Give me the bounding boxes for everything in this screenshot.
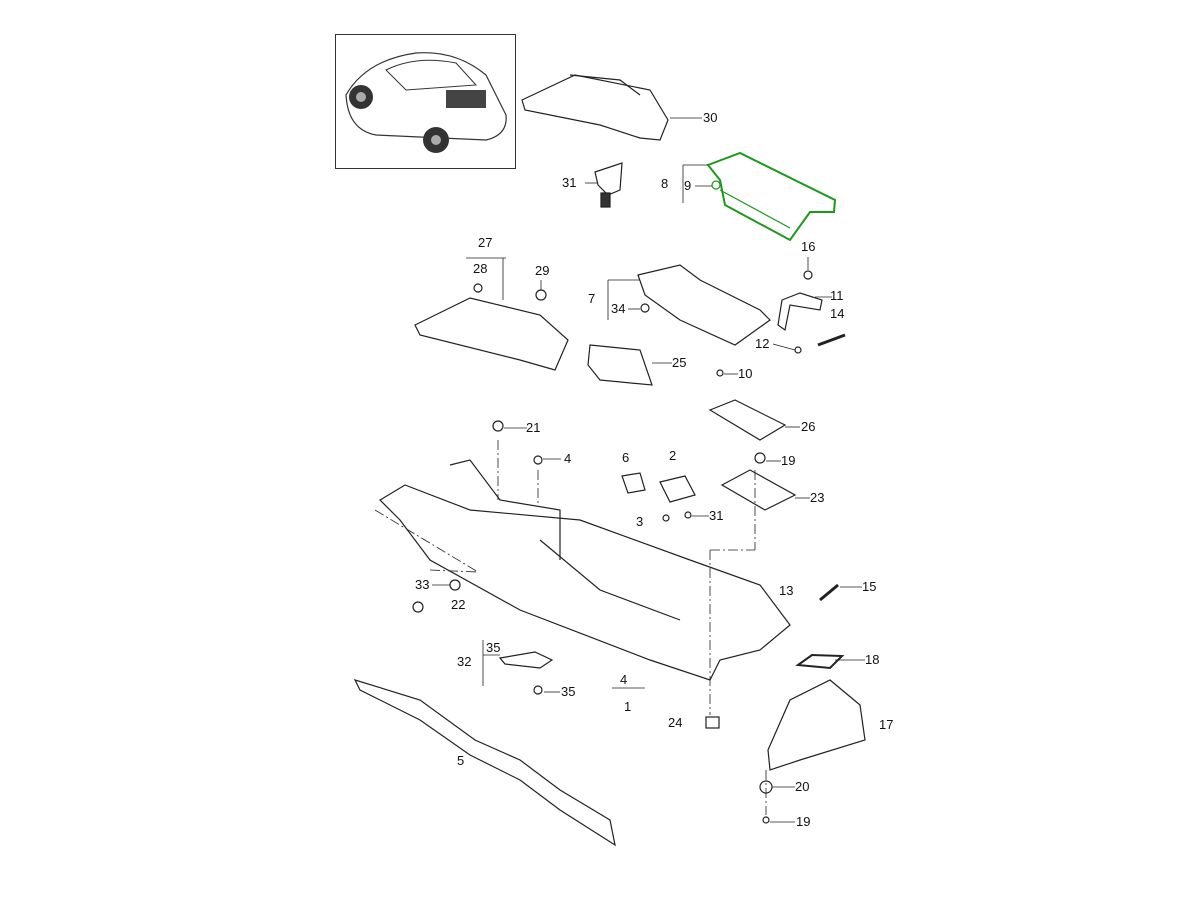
part-11-bracket [777,292,823,332]
callout-11[interactable]: 11 [830,288,844,303]
callout-34[interactable]: 34 [611,301,626,316]
callout-14[interactable]: 14 [830,306,845,321]
callout-9[interactable]: 9 [684,178,692,193]
callout-16[interactable]: 16 [801,239,816,254]
callout-17[interactable]: 17 [879,717,894,732]
part-5-insulation [353,679,616,847]
callout-25[interactable]: 25 [672,355,687,370]
callout-5[interactable]: 5 [457,753,465,768]
part-27-shift-trim [414,297,569,371]
part-23-cover [720,469,797,511]
part-6-clip [621,472,646,494]
callout-31[interactable]: 31 [562,175,577,190]
callout-20[interactable]: 20 [795,779,810,794]
part-1-center-console [379,484,791,681]
part-32-cover [498,651,554,669]
callout-29[interactable]: 29 [535,263,550,278]
callout-32[interactable]: 32 [457,654,472,669]
part-7-console-frame [637,264,771,346]
callout-19b[interactable]: 19 [796,814,811,829]
callout-13[interactable]: 13 [779,583,794,598]
callout-2[interactable]: 2 [669,448,677,463]
callout-6[interactable]: 6 [622,450,630,465]
callout-10[interactable]: 10 [738,366,753,381]
car-icon [345,52,507,153]
callout-4b[interactable]: 4 [620,672,628,687]
callout-35b[interactable]: 35 [561,684,576,699]
callout-19[interactable]: 19 [781,453,796,468]
callout-4[interactable]: 4 [564,451,572,466]
callout-22[interactable]: 22 [451,597,466,612]
part-8-armrest-lid [706,151,837,242]
callout-8[interactable]: 8 [661,176,669,191]
callout-15[interactable]: 15 [862,579,877,594]
part-26-mat [708,399,787,441]
vehicle-overview-thumbnail [335,34,516,169]
callout-18[interactable]: 18 [865,652,880,667]
part-30-trim [521,74,669,141]
part-25-tray [587,344,653,386]
part-18-pad [795,653,845,670]
callout-3[interactable]: 3 [636,514,644,529]
callout-26[interactable]: 26 [801,419,816,434]
callout-1[interactable]: 1 [624,699,632,714]
callout-24[interactable]: 24 [668,715,683,730]
part-17-rear-cover [767,679,866,771]
callout-7[interactable]: 7 [588,291,596,306]
callout-30[interactable]: 30 [703,110,718,125]
callout-23[interactable]: 23 [810,490,825,505]
callout-31b[interactable]: 31 [709,508,724,523]
callout-27[interactable]: 27 [478,235,493,250]
callout-12[interactable]: 12 [755,336,770,351]
part-31-clip [594,162,623,196]
part-2-insert [659,475,696,503]
callout-21[interactable]: 21 [526,420,541,435]
callout-28[interactable]: 28 [473,261,488,276]
callout-33[interactable]: 33 [415,577,430,592]
callout-35[interactable]: 35 [486,640,501,655]
